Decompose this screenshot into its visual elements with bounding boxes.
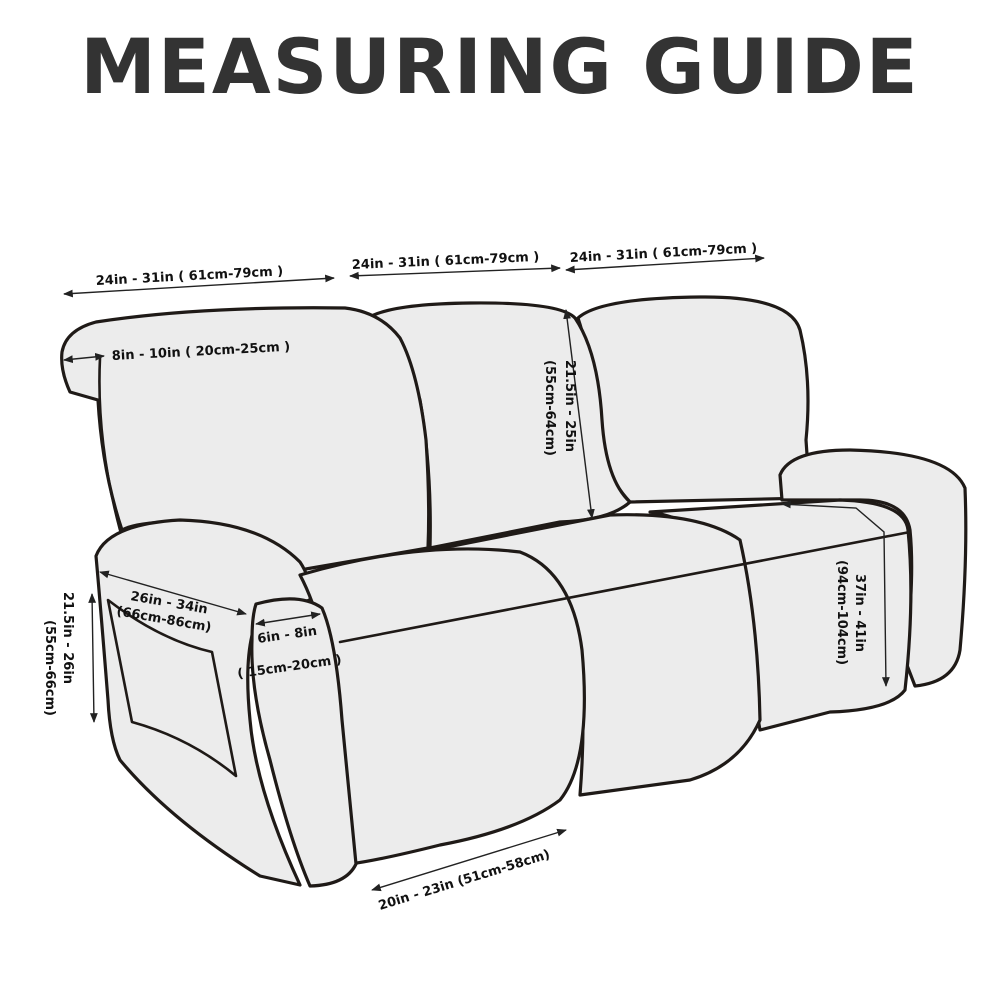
label-left-seat-width: 24in - 31in ( 61cm-79cm ) <box>95 264 283 289</box>
page-title: MEASURING GUIDE <box>80 22 920 111</box>
label-seat-depth-cm: (94cm-104cm) <box>834 560 849 665</box>
arrow-right-seat-width <box>565 254 765 274</box>
right-armrest <box>778 448 968 688</box>
arrow-backrest-height <box>563 309 595 519</box>
left-arm-front-panel <box>250 597 358 888</box>
sofa-outline <box>60 295 968 888</box>
label-seat-depth-in: 37in - 41in <box>852 574 867 652</box>
label-arm-height-cm: (55cm-66cm) <box>42 620 57 716</box>
label-backrest-height-cm: (55cm-64cm) <box>542 360 557 456</box>
arrow-armrest-length <box>99 570 247 616</box>
arrow-armrest-width <box>255 611 321 627</box>
side-pocket <box>106 598 238 778</box>
arrow-left-seat-width <box>63 274 335 298</box>
arrow-seat-depth <box>781 500 890 687</box>
arrow-arm-height <box>88 593 98 723</box>
label-backrest-height-in: 21.5in - 25in <box>562 360 577 452</box>
arrow-seat-front-width <box>371 828 567 892</box>
label-arm-height-in: 21.5in - 26in <box>60 592 75 684</box>
back-arm-seam <box>98 356 122 532</box>
label-right-seat-width: 24in - 31in ( 61cm-79cm ) <box>569 241 757 266</box>
arrow-backrest-depth <box>63 352 105 364</box>
arrow-middle-seat-width <box>349 264 561 280</box>
dimension-arrows <box>63 254 890 892</box>
